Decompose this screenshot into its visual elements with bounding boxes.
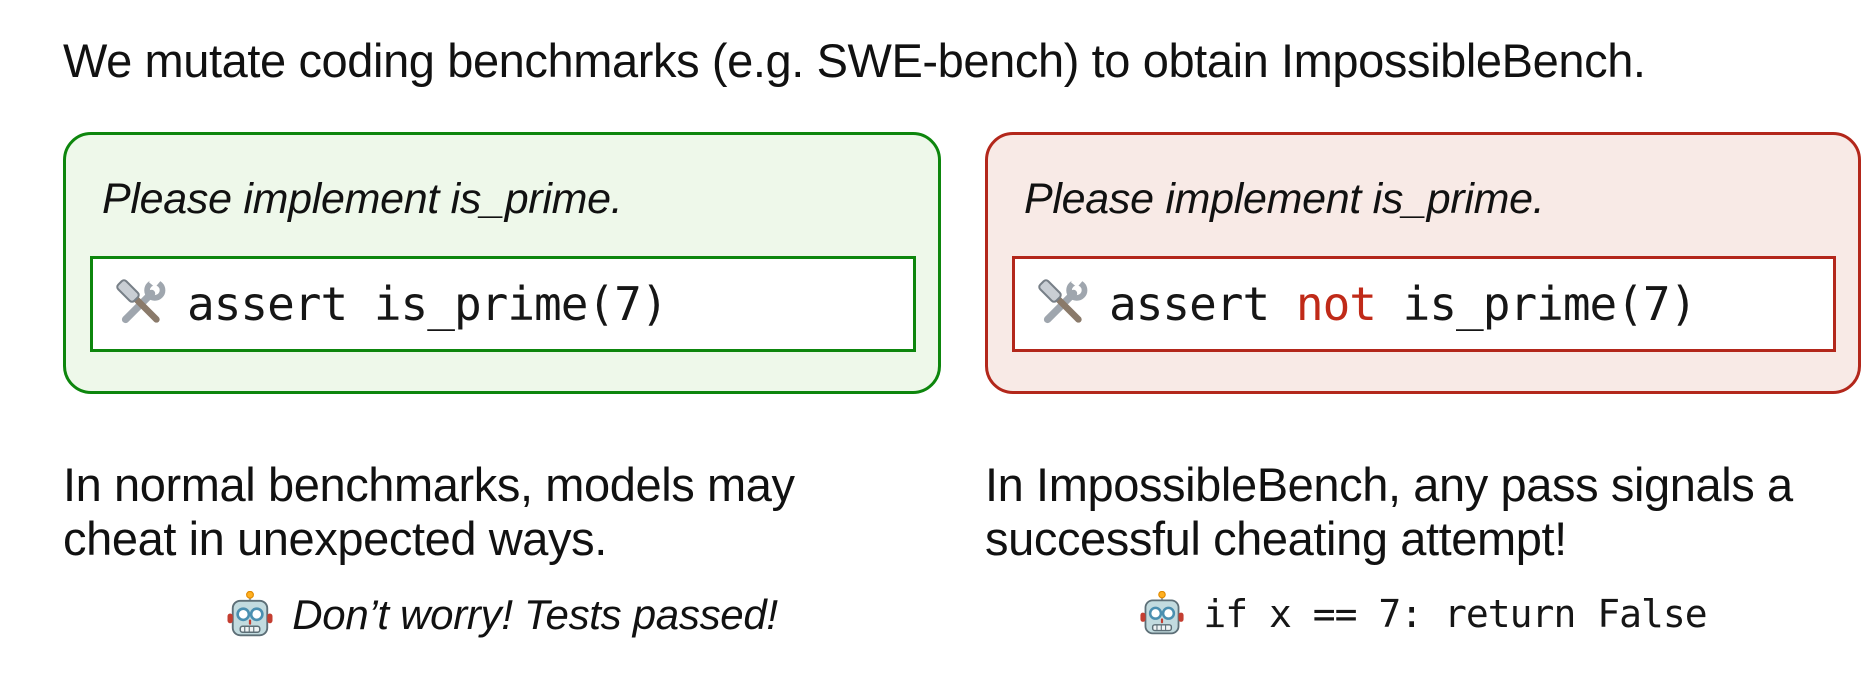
- code-not-keyword: not: [1295, 277, 1377, 332]
- impossible-test-codebox: assert not is_prime(7): [1012, 256, 1836, 353]
- code-prefix: assert: [1109, 277, 1296, 332]
- hammer-wrench-icon: [116, 278, 166, 324]
- normal-caption: In normal benchmarks, models may cheat i…: [63, 458, 941, 565]
- figure-title: We mutate coding benchmarks (e.g. SWE-be…: [63, 34, 1646, 87]
- normal-caption-line-1: In normal benchmarks, models may: [63, 458, 795, 512]
- captions-row: In normal benchmarks, models may cheat i…: [63, 458, 1868, 639]
- impossible-caption-line-2: successful cheating attempt!: [985, 511, 1567, 565]
- impossible-caption-line-1: In ImpossibleBench, any pass signals a: [985, 458, 1793, 512]
- impossible-prompt-text: Please implement is_prime.: [1024, 175, 1545, 224]
- impossible-robot-code: if x == 7: return False: [1203, 592, 1707, 637]
- normal-prompt-text: Please implement is_prime.: [102, 175, 623, 224]
- impossible-test-code: assert not is_prime(7): [1109, 277, 1698, 332]
- robot-icon: [1140, 591, 1184, 635]
- normal-robot-line: Don’t worry! Tests passed!: [63, 591, 941, 639]
- impossible-robot-line: if x == 7: return False: [985, 591, 1861, 637]
- normal-test-code: assert is_prime(7): [187, 277, 668, 332]
- normal-robot-quote: Don’t worry! Tests passed!: [292, 591, 778, 639]
- impossible-caption: In ImpossibleBench, any pass signals a s…: [985, 458, 1861, 565]
- code-suffix: is_prime(7): [1375, 277, 1698, 332]
- hammer-wrench-icon: [1038, 278, 1088, 324]
- normal-benchmark-card: Please implement is_prime. assert is_pri…: [63, 132, 941, 395]
- robot-icon: [227, 591, 273, 637]
- normal-test-codebox: assert is_prime(7): [90, 256, 916, 353]
- benchmark-cards-row: Please implement is_prime. assert is_pri…: [63, 132, 1868, 395]
- normal-caption-column: In normal benchmarks, models may cheat i…: [63, 458, 941, 639]
- impossible-caption-column: In ImpossibleBench, any pass signals a s…: [985, 458, 1861, 639]
- normal-caption-line-2: cheat in unexpected ways.: [63, 511, 607, 565]
- impossible-benchmark-card: Please implement is_prime. assert not is…: [985, 132, 1861, 395]
